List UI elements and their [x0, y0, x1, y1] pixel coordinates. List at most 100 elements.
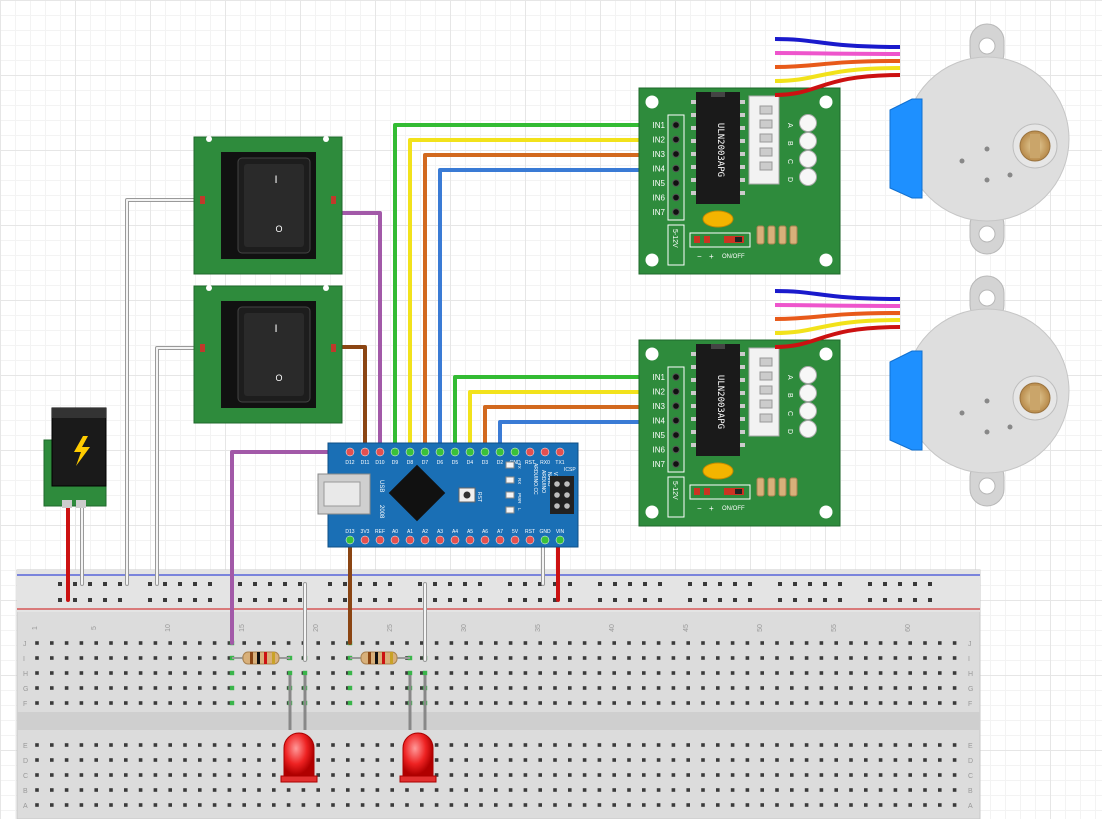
- breadboard-hole[interactable]: [242, 671, 246, 675]
- rail-hole[interactable]: [838, 598, 842, 602]
- breadboard-hole[interactable]: [938, 641, 942, 645]
- breadboard-hole[interactable]: [671, 743, 676, 747]
- breadboard-hole[interactable]: [50, 671, 54, 675]
- breadboard-hole[interactable]: [479, 671, 483, 675]
- breadboard-hole[interactable]: [642, 671, 646, 675]
- breadboard-hole[interactable]: [538, 773, 542, 777]
- breadboard-hole[interactable]: [864, 686, 868, 690]
- breadboard-hole[interactable]: [257, 773, 261, 777]
- breadboard-hole[interactable]: [701, 803, 705, 807]
- breadboard-hole[interactable]: [952, 788, 957, 792]
- breadboard-hole[interactable]: [938, 788, 942, 792]
- breadboard-hole[interactable]: [538, 686, 542, 690]
- breadboard-hole[interactable]: [701, 773, 705, 777]
- breadboard-hole[interactable]: [597, 671, 602, 675]
- breadboard-hole[interactable]: [627, 686, 631, 690]
- breadboard-hole[interactable]: [50, 743, 54, 747]
- breadboard-hole[interactable]: [479, 641, 483, 645]
- breadboard-hole[interactable]: [331, 641, 335, 645]
- breadboard-hole[interactable]: [316, 686, 320, 690]
- breadboard-hole[interactable]: [849, 773, 853, 777]
- input-pin[interactable]: [672, 445, 680, 454]
- breadboard-hole[interactable]: [257, 671, 261, 675]
- breadboard-hole[interactable]: [701, 671, 705, 675]
- breadboard-hole[interactable]: [716, 773, 720, 777]
- breadboard-hole[interactable]: [138, 656, 143, 660]
- breadboard-hole[interactable]: [553, 773, 557, 777]
- breadboard-hole[interactable]: [79, 773, 84, 777]
- breadboard-hole[interactable]: [819, 803, 824, 807]
- breadboard-hole[interactable]: [257, 743, 261, 747]
- breadboard-hole[interactable]: [464, 656, 468, 660]
- breadboard-hole[interactable]: [79, 641, 84, 645]
- breadboard-hole[interactable]: [656, 773, 661, 777]
- breadboard-hole[interactable]: [479, 686, 483, 690]
- breadboard-hole[interactable]: [864, 758, 868, 762]
- breadboard-hole[interactable]: [375, 686, 380, 690]
- breadboard-hole[interactable]: [508, 641, 513, 645]
- breadboard-hole[interactable]: [242, 803, 246, 807]
- breadboard-hole[interactable]: [464, 701, 468, 705]
- breadboard-hole[interactable]: [597, 788, 602, 792]
- breadboard-hole[interactable]: [760, 743, 764, 747]
- breadboard-hole[interactable]: [420, 788, 424, 792]
- breadboard-hole[interactable]: [804, 773, 809, 777]
- breadboard-hole[interactable]: [671, 788, 676, 792]
- breadboard-hole[interactable]: [864, 788, 868, 792]
- arduino-pin[interactable]: [450, 447, 460, 457]
- breadboard-hole[interactable]: [212, 803, 217, 807]
- breadboard-hole[interactable]: [212, 758, 217, 762]
- breadboard-hole[interactable]: [745, 788, 750, 792]
- breadboard-hole[interactable]: [834, 701, 838, 705]
- breadboard-hole[interactable]: [360, 788, 365, 792]
- breadboard-hole[interactable]: [938, 671, 942, 675]
- input-pin[interactable]: [672, 208, 680, 216]
- d12-led-wire[interactable]: [230, 450, 352, 645]
- rail-hole[interactable]: [298, 582, 302, 586]
- breadboard-hole[interactable]: [686, 671, 690, 675]
- breadboard-hole[interactable]: [109, 641, 113, 645]
- breadboard-hole[interactable]: [183, 671, 187, 675]
- breadboard-hole[interactable]: [760, 656, 764, 660]
- arduino-pin[interactable]: [525, 447, 535, 457]
- breadboard-hole[interactable]: [834, 671, 838, 675]
- breadboard-hole[interactable]: [183, 656, 187, 660]
- breadboard-hole[interactable]: [716, 671, 720, 675]
- breadboard-hole[interactable]: [730, 773, 735, 777]
- breadboard-hole[interactable]: [745, 773, 750, 777]
- breadboard-hole[interactable]: [878, 671, 883, 675]
- breadboard-hole[interactable]: [790, 701, 794, 705]
- power-pin[interactable]: [694, 236, 700, 243]
- rail-hole[interactable]: [103, 598, 107, 602]
- breadboard-hole[interactable]: [730, 788, 735, 792]
- breadboard-hole[interactable]: [272, 701, 276, 705]
- breadboard-hole[interactable]: [642, 758, 646, 762]
- input-pin[interactable]: [672, 416, 680, 425]
- breadboard-hole[interactable]: [923, 788, 927, 792]
- breadboard-hole[interactable]: [109, 701, 113, 705]
- breadboard-hole[interactable]: [849, 701, 853, 705]
- breadboard-hole[interactable]: [94, 656, 98, 660]
- breadboard-hole[interactable]: [582, 758, 587, 762]
- breadboard-hole[interactable]: [94, 671, 98, 675]
- rocker-switch-2[interactable]: I O: [193, 285, 343, 424]
- rail-hole[interactable]: [598, 598, 602, 602]
- breadboard-hole[interactable]: [316, 671, 320, 675]
- breadboard-hole[interactable]: [553, 656, 557, 660]
- breadboard-hole[interactable]: [597, 686, 602, 690]
- breadboard-hole[interactable]: [819, 773, 824, 777]
- breadboard-hole[interactable]: [449, 641, 454, 645]
- breadboard-hole[interactable]: [627, 641, 631, 645]
- breadboard-hole[interactable]: [464, 788, 468, 792]
- breadboard-hole[interactable]: [878, 788, 883, 792]
- breadboard-hole[interactable]: [35, 671, 39, 675]
- breadboard-hole[interactable]: [257, 641, 261, 645]
- breadboard-hole[interactable]: [730, 743, 735, 747]
- breadboard-hole[interactable]: [923, 743, 927, 747]
- rail-hole[interactable]: [928, 582, 932, 586]
- breadboard-hole[interactable]: [775, 671, 779, 675]
- rail-hole[interactable]: [898, 598, 902, 602]
- breadboard-hole[interactable]: [612, 788, 616, 792]
- breadboard-hole[interactable]: [242, 788, 246, 792]
